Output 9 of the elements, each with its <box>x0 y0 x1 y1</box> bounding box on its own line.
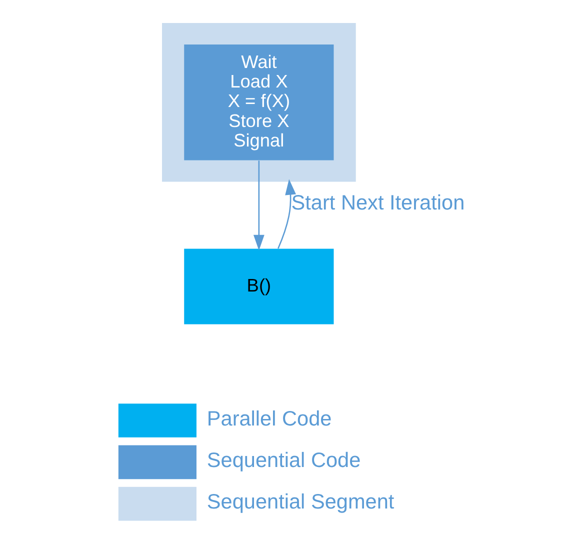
legend-label: Sequential Code <box>206 449 361 472</box>
arrow <box>253 160 264 250</box>
node-box: B() <box>184 248 334 324</box>
legend-label: Parallel Code <box>206 407 332 430</box>
edge-label: Start Next Iteration <box>291 191 465 214</box>
cluster <box>162 23 356 182</box>
legend-label: Sequential Segment <box>206 490 394 514</box>
arrow <box>278 179 296 249</box>
node-box: Wait Load X X = f(X) Store X Signal <box>184 44 334 160</box>
